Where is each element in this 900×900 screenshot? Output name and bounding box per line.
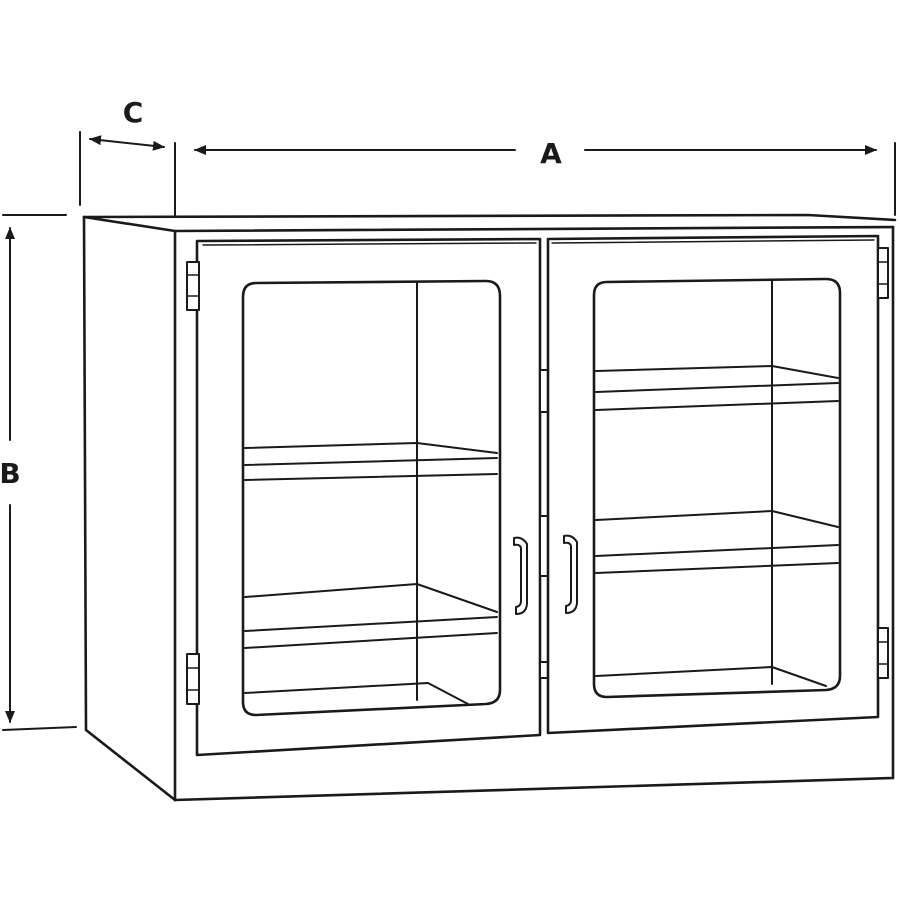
- right-door-handle[interactable]: [563, 534, 578, 614]
- hinge-plate: [877, 627, 889, 679]
- left-door-bottom-hinge: [186, 653, 200, 705]
- cabinet-body: [82, 213, 897, 802]
- left-shelf-2-front-bottom: [244, 632, 498, 649]
- hinge-plate: [186, 261, 200, 311]
- right-door: [546, 234, 889, 735]
- right-door-glass: [592, 277, 842, 699]
- right-shelf-1-front-bottom: [595, 400, 839, 411]
- left-shelf-1-front-bottom: [244, 473, 498, 481]
- dimension-label-c: C: [123, 96, 144, 129]
- dimension-label-a: A: [540, 137, 562, 170]
- right-shelf-2-front-bottom: [595, 562, 839, 574]
- dimension-a: A: [174, 137, 896, 216]
- left-shelf-2-front-top: [244, 616, 498, 632]
- right-shelf-2-front-top: [595, 544, 839, 557]
- right-door-edge-highlight: [551, 239, 875, 244]
- dimension-c: C: [79, 96, 165, 206]
- left-door-edge-highlight: [202, 242, 537, 246]
- cabinet-top-back-edge: [82, 213, 897, 222]
- left-shelf-2: [244, 583, 498, 649]
- left-shelf-2-back: [244, 583, 498, 613]
- left-door: [186, 237, 542, 757]
- left-shelf-1: [244, 442, 498, 481]
- hinge-plate: [877, 247, 889, 299]
- right-door-top-hinge: [877, 247, 889, 299]
- dimension-label-b: B: [0, 457, 21, 490]
- cabinet-left-side: [82, 215, 177, 802]
- hinge-plate: [186, 653, 200, 705]
- left-cabinet-floor: [244, 682, 469, 705]
- right-shelf-2-back: [595, 510, 839, 528]
- left-door-glass: [241, 279, 502, 717]
- extension-line-b-bottom: [2, 726, 77, 731]
- right-shelf-2: [595, 510, 839, 574]
- left-floor-back: [244, 682, 469, 705]
- right-door-bottom-hinge: [877, 627, 889, 679]
- cabinet-top-front-edge: [82, 215, 895, 233]
- left-door-handle[interactable]: [513, 536, 528, 615]
- cabinet-bottom-front-edge: [173, 776, 895, 802]
- left-shelf-1-back: [244, 442, 498, 454]
- right-shelf-1: [595, 365, 839, 411]
- right-floor-back: [595, 666, 827, 687]
- right-cabinet-floor: [595, 666, 827, 687]
- left-shelf-1-front-top: [244, 457, 498, 466]
- dimension-b: B: [0, 214, 77, 731]
- right-shelf-1-back: [595, 365, 839, 379]
- left-door-frame: [195, 237, 542, 757]
- left-door-top-hinge: [186, 261, 200, 311]
- dimension-line-c: [89, 135, 165, 151]
- right-door-frame: [546, 234, 880, 735]
- right-shelf-1-front-top: [595, 382, 839, 393]
